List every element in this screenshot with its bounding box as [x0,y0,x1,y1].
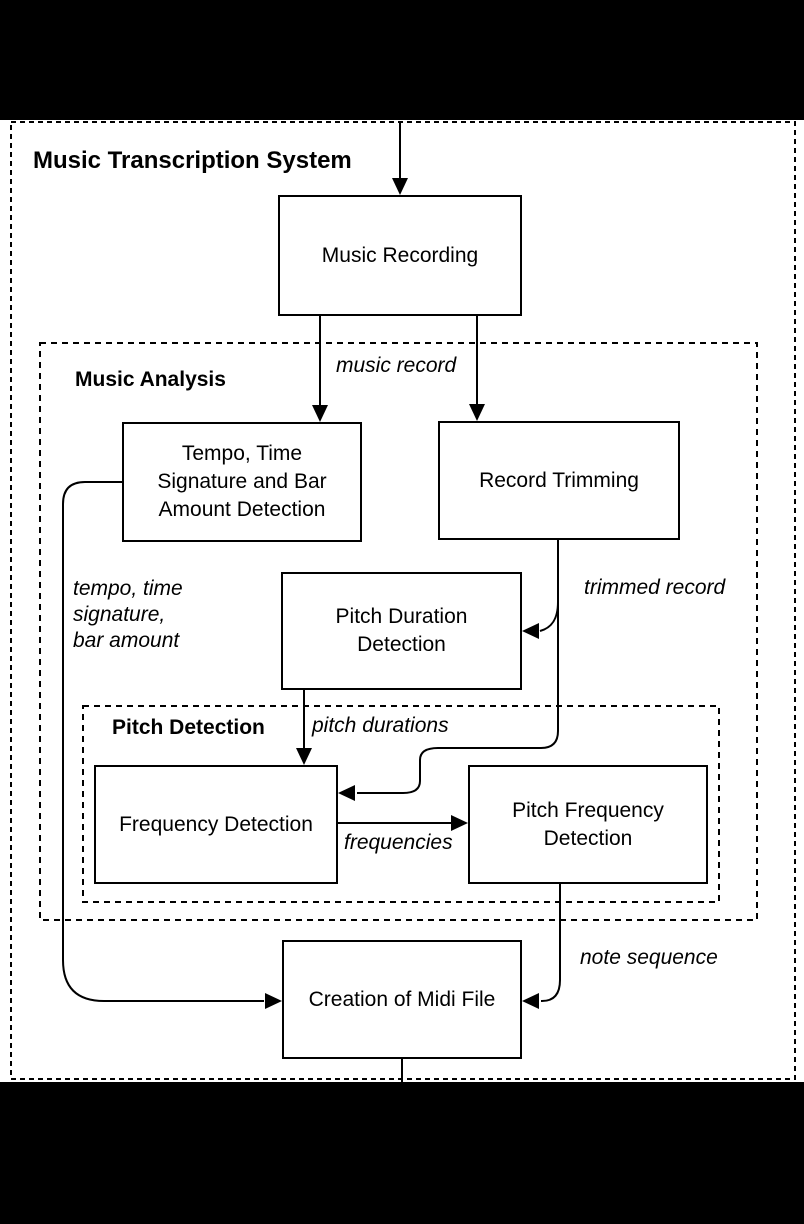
arrowhead-into-tempo [312,405,328,422]
arrowhead-into-trimming [469,404,485,421]
edge-tempo-to-midi [62,481,264,1002]
edge-label-frequencies: frequencies [344,831,453,854]
arrowhead-into-pitchfrequency [451,815,468,831]
edge-trimming-to-pitch-duration [539,601,559,632]
arrowhead-into-frequency-side [338,785,355,801]
edge-label-tempo-time-signature-bar-amount: tempo, time signature, bar amount [73,577,183,652]
music-analysis-section-label: Music Analysis [75,368,226,391]
node-music-recording: Music Recording [278,195,522,316]
edge-label-note-sequence: note sequence [580,946,718,969]
pitch-detection-section-label: Pitch Detection [112,716,265,739]
node-creation-of-midi-file: Creation of Midi File [282,940,522,1059]
edge-trimming-to-frequency [357,540,559,794]
diagram-title: Music Transcription System [33,147,352,174]
arrowhead-into-pitch-duration [522,623,539,639]
node-pitch-frequency-detection: Pitch Frequency Detection [468,765,708,884]
edge-label-trimmed-record: trimmed record [584,576,726,599]
node-pitch-duration-detection: Pitch Duration Detection [281,572,522,690]
node-frequency-detection: Frequency Detection [94,765,338,884]
edge-pitchfrequency-to-midi [541,884,561,1002]
node-tempo-time-signature-bar-amount-detection: Tempo, Time Signature and Bar Amount Det… [122,422,362,542]
edge-label-pitch-durations: pitch durations [312,714,449,737]
arrowhead-into-frequency-top [296,748,312,765]
bottom-letterbox-bar [0,1082,804,1224]
music-analysis-box [39,342,758,921]
node-record-trimming: Record Trimming [438,421,680,540]
arrowhead-into-recording [392,178,408,195]
top-letterbox-bar [0,0,804,120]
arrowhead-into-midi-right [522,993,539,1009]
pitch-detection-box [82,705,720,903]
edge-label-music-record: music record [336,354,457,377]
arrowhead-into-midi-left [265,993,282,1009]
